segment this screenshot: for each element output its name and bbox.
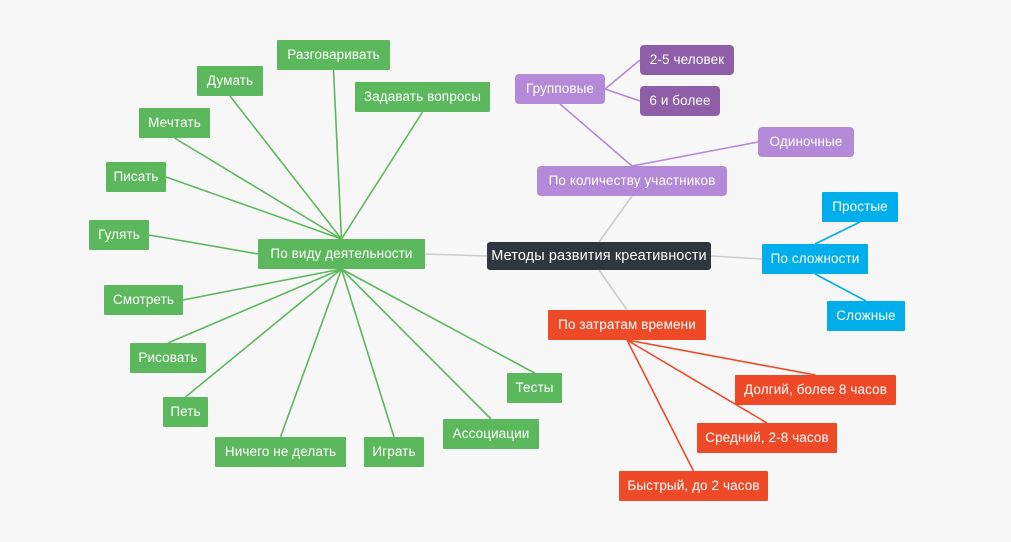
node-simple-label: Простые — [832, 199, 888, 215]
node-nothing[interactable]: Ничего не делать — [215, 437, 346, 467]
node-6plus-label: 6 и более — [649, 93, 711, 109]
node-write[interactable]: Писать — [106, 162, 166, 192]
node-group-label: Групповые — [525, 81, 595, 97]
connector-node-group-to-node-6plus — [604, 88, 641, 102]
connector-root-to-branch-time — [598, 269, 628, 311]
connector-branch-activity-to-node-assoc — [340, 268, 492, 420]
connector-branch-activity-to-node-watch — [182, 268, 342, 301]
node-walk-label: Гулять — [98, 227, 140, 243]
connector-branch-activity-to-node-nothing — [279, 268, 343, 438]
node-ask-label: Задавать вопросы — [363, 89, 482, 105]
branch-time-label: По затратам времени — [558, 317, 696, 333]
node-fast[interactable]: Быстрый, до 2 часов — [619, 471, 768, 501]
node-walk[interactable]: Гулять — [89, 220, 149, 250]
node-play[interactable]: Играть — [364, 437, 424, 467]
node-watch-label: Смотреть — [113, 292, 175, 308]
branch-complexity-label: По сложности — [770, 251, 860, 267]
node-simple[interactable]: Простые — [822, 192, 898, 222]
node-nothing-label: Ничего не делать — [224, 444, 337, 460]
node-play-label: Играть — [372, 444, 416, 460]
node-draw[interactable]: Рисовать — [130, 343, 206, 373]
branch-participants[interactable]: По количеству участников — [537, 166, 727, 196]
connector-branch-activity-to-node-tests — [341, 268, 535, 374]
connector-branch-activity-to-node-draw — [167, 268, 342, 344]
node-medium[interactable]: Средний, 2-8 часов — [697, 423, 837, 453]
node-think-label: Думать — [206, 73, 254, 89]
node-2-5[interactable]: 2-5 человек — [640, 45, 734, 75]
connector-branch-activity-to-node-play — [340, 268, 395, 438]
node-talk-label: Разговаривать — [287, 47, 380, 63]
node-assoc-label: Ассоциации — [452, 426, 530, 442]
connector-branch-participants-to-node-solo — [631, 141, 759, 167]
connector-branch-activity-to-node-walk — [148, 234, 259, 255]
node-think[interactable]: Думать — [197, 66, 263, 96]
branch-time[interactable]: По затратам времени — [548, 310, 706, 340]
node-draw-label: Рисовать — [138, 350, 198, 366]
node-fast-label: Быстрый, до 2 часов — [627, 478, 760, 494]
connector-branch-participants-to-node-group — [559, 103, 633, 167]
node-sing[interactable]: Петь — [163, 397, 208, 427]
node-medium-label: Средний, 2-8 часов — [705, 430, 829, 446]
node-tests-label: Тесты — [515, 380, 554, 396]
connector-branch-activity-to-node-sing — [184, 268, 343, 398]
node-solo[interactable]: Одиночные — [758, 127, 854, 157]
node-hard[interactable]: Сложные — [827, 301, 905, 331]
connector-branch-complexity-to-node-simple — [814, 221, 861, 245]
branch-participants-label: По количеству участников — [548, 173, 716, 189]
root-node-label: Методы развития креативности — [491, 247, 707, 264]
connector-root-to-branch-complexity — [710, 255, 763, 260]
connector-branch-time-to-node-long — [626, 339, 816, 376]
connector-branch-time-to-node-fast — [626, 339, 695, 472]
connector-branch-complexity-to-node-hard — [814, 273, 867, 302]
connector-node-group-to-node-2-5 — [604, 59, 641, 90]
connector-root-to-branch-participants — [598, 195, 633, 243]
connector-branch-activity-to-node-write — [165, 176, 342, 240]
node-assoc[interactable]: Ассоциации — [443, 419, 539, 449]
node-dream[interactable]: Мечтать — [139, 108, 210, 138]
node-group[interactable]: Групповые — [515, 74, 605, 104]
node-long-label: Долгий, более 8 часов — [744, 382, 887, 398]
connector-branch-activity-to-node-ask — [340, 111, 424, 240]
node-dream-label: Мечтать — [148, 115, 201, 131]
node-write-label: Писать — [113, 169, 159, 185]
node-watch[interactable]: Смотреть — [104, 285, 183, 315]
connector-branch-activity-to-node-dream — [174, 137, 342, 240]
connector-branch-activity-to-node-talk — [332, 69, 343, 240]
branch-activity-label: По виду деятельности — [270, 246, 413, 262]
node-sing-label: Петь — [170, 404, 201, 420]
node-6plus[interactable]: 6 и более — [640, 86, 720, 116]
branch-complexity[interactable]: По сложности — [762, 244, 868, 274]
node-hard-label: Сложные — [836, 308, 896, 324]
node-long[interactable]: Долгий, более 8 часов — [735, 375, 896, 405]
node-tests[interactable]: Тесты — [507, 373, 562, 403]
connector-branch-activity-to-node-think — [229, 95, 343, 240]
node-talk[interactable]: Разговаривать — [277, 40, 390, 70]
node-solo-label: Одиночные — [769, 134, 843, 150]
root-node[interactable]: Методы развития креативности — [487, 242, 711, 270]
node-ask[interactable]: Задавать вопросы — [355, 82, 490, 112]
connector-root-to-branch-activity — [424, 253, 488, 257]
node-2-5-label: 2-5 человек — [649, 52, 725, 68]
branch-activity[interactable]: По виду деятельности — [258, 239, 425, 269]
